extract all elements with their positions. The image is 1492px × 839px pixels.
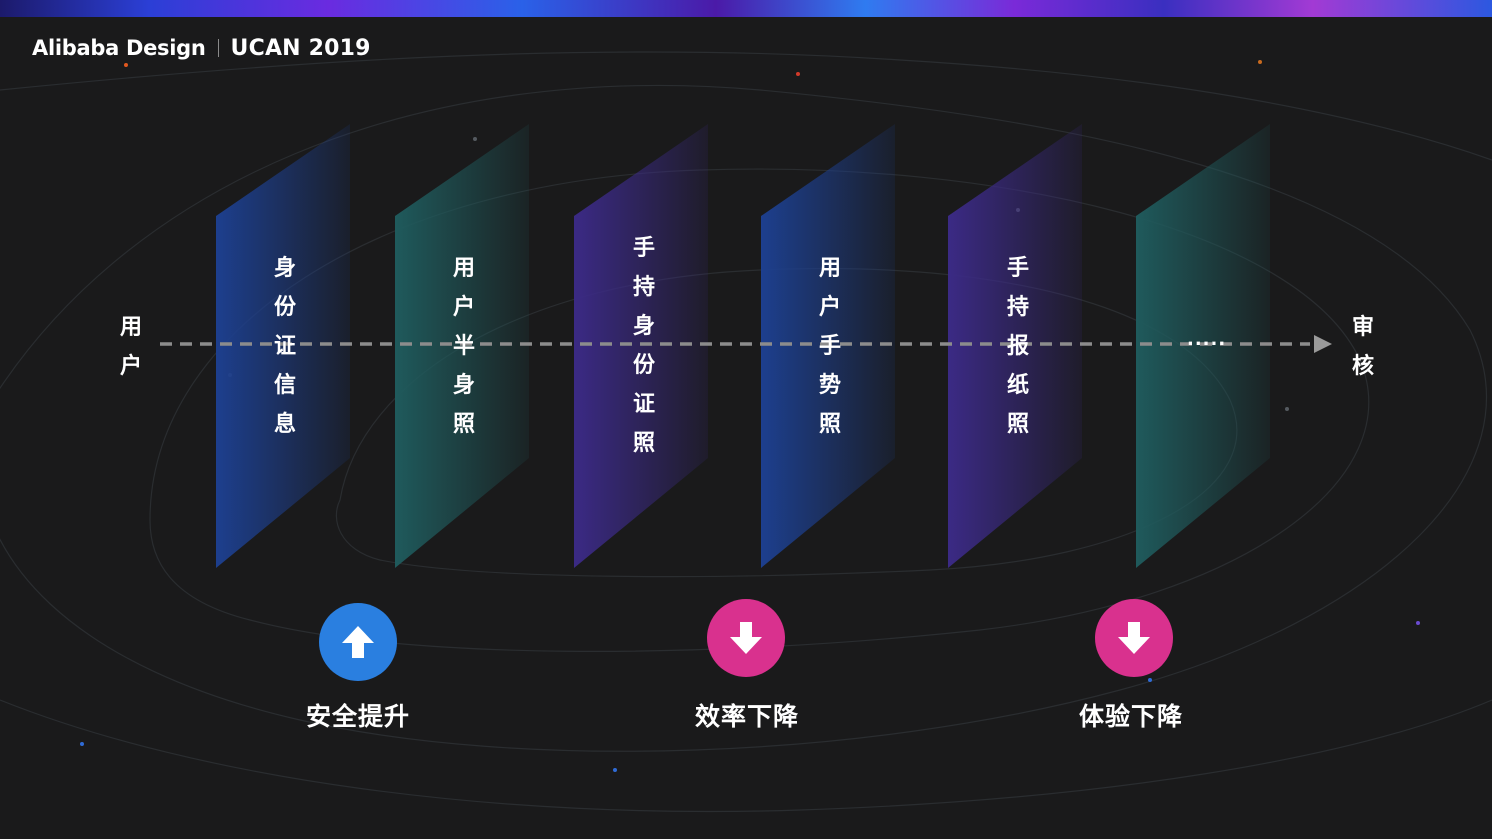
panel-label-4: 用户手势照 xyxy=(818,256,841,437)
security-up-badge xyxy=(319,603,397,681)
panel-6 xyxy=(1136,124,1270,568)
top-gradient-bar xyxy=(0,0,1492,17)
experience-down-badge xyxy=(1095,599,1173,677)
brand-logo-text: Alibaba Design xyxy=(32,36,206,60)
panel-label-5: 手持报纸照 xyxy=(1006,256,1029,437)
panel-label-1: 身份证信息 xyxy=(273,256,296,437)
arrow-up-icon xyxy=(342,626,374,658)
panel-3 xyxy=(574,124,708,568)
more-steps-ellipsis: ..... xyxy=(1187,329,1227,350)
brand-header: Alibaba Design UCAN 2019 xyxy=(32,33,371,63)
outcome-label-efficiency: 效率下降 xyxy=(694,702,799,731)
brand-divider xyxy=(217,39,219,57)
panel-4 xyxy=(761,124,895,568)
event-title: UCAN 2019 xyxy=(230,35,371,61)
panel-label-2: 用户半身照 xyxy=(452,256,475,437)
start-label: 用户 xyxy=(119,315,142,379)
panel-5 xyxy=(948,124,1082,568)
end-label: 审核 xyxy=(1351,315,1374,379)
efficiency-down-badge xyxy=(707,599,785,677)
outcome-label-experience: 体验下降 xyxy=(1078,702,1183,731)
outcome-label-security: 安全提升 xyxy=(305,702,410,731)
flow-arrowhead-icon xyxy=(1314,335,1332,353)
arrow-down-icon xyxy=(1118,622,1150,654)
panel-label-3: 手持身份证照 xyxy=(632,236,655,456)
panel-2 xyxy=(395,124,529,568)
panel-1 xyxy=(216,124,350,568)
arrow-down-icon xyxy=(730,622,762,654)
